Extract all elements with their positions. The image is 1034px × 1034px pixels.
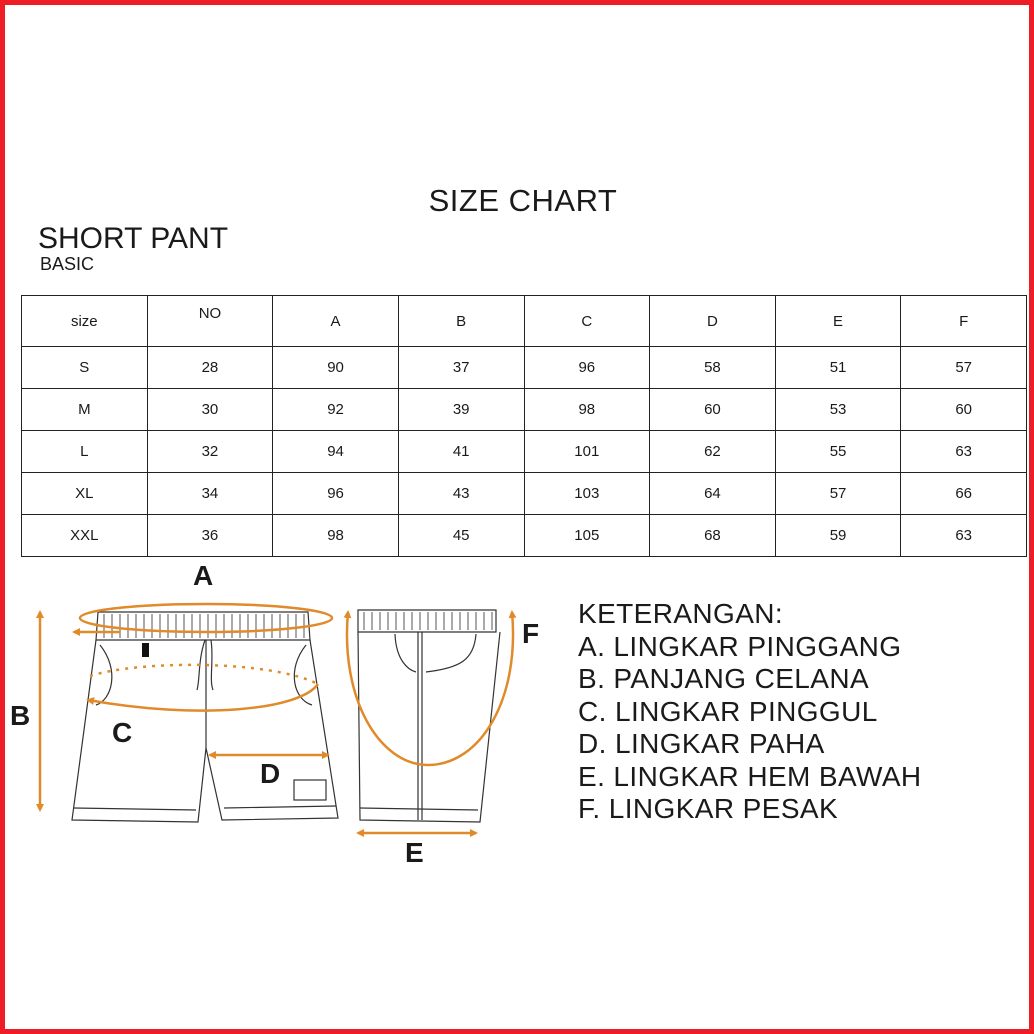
table-cell: 98 <box>523 388 651 431</box>
table-cell: 101 <box>523 430 651 473</box>
table-cell: 98 <box>272 514 399 557</box>
table-cell: 53 <box>774 388 902 431</box>
column-header-size: size <box>21 295 148 347</box>
table-header-row: size NO A B C D E F <box>21 295 1027 347</box>
legend-item: E. LINGKAR HEM BAWAH <box>578 760 922 792</box>
measurement-legend: KETERANGAN: A. LINGKAR PINGGANG B. PANJA… <box>578 598 922 826</box>
table-row: S 28 90 37 96 58 51 57 <box>21 346 1027 389</box>
table-row: L 32 94 41 101 62 55 63 <box>21 430 1027 473</box>
table-cell: 55 <box>774 430 902 473</box>
table-cell: S <box>21 346 148 389</box>
table-cell: 90 <box>272 346 399 389</box>
table-cell: 39 <box>397 388 525 431</box>
column-header-no: NO <box>146 295 274 347</box>
table-cell: 59 <box>774 514 902 557</box>
table-cell: 45 <box>397 514 525 557</box>
table-cell: 92 <box>272 388 399 431</box>
table-cell: 43 <box>397 472 525 515</box>
label-c: C <box>112 717 132 748</box>
table-cell: 34 <box>146 472 274 515</box>
label-b: B <box>10 700 30 731</box>
table-cell: XXL <box>21 514 148 557</box>
column-header-c: C <box>523 295 651 347</box>
table-cell: M <box>21 388 148 431</box>
legend-item: F. LINGKAR PESAK <box>578 793 839 824</box>
table-cell: 66 <box>900 472 1027 515</box>
legend-item: C. LINGKAR PINGGUL <box>578 695 878 727</box>
column-header-d: D <box>649 295 776 347</box>
table-cell: 32 <box>146 430 274 473</box>
table-row: M 30 92 39 98 60 53 60 <box>21 388 1027 431</box>
label-e: E <box>405 837 424 868</box>
product-variant: BASIC <box>40 254 95 274</box>
table-cell: 30 <box>146 388 274 431</box>
column-header-e: E <box>774 295 902 347</box>
table-row: XXL 36 98 45 105 68 59 63 <box>21 514 1027 557</box>
table-cell: XL <box>21 472 148 515</box>
legend-item: D. LINGKAR PAHA <box>578 728 825 759</box>
table-cell: 58 <box>649 346 776 389</box>
label-a: A <box>193 560 213 591</box>
table-cell: 96 <box>272 472 399 515</box>
table-cell: 60 <box>900 388 1027 431</box>
table-cell: 62 <box>649 430 776 473</box>
table-cell: 41 <box>397 430 525 473</box>
legend-heading: KETERANGAN: <box>578 598 784 629</box>
shorts-back-view <box>357 609 501 823</box>
table-cell: 28 <box>146 346 274 389</box>
table-cell: 63 <box>900 430 1027 473</box>
table-cell: 96 <box>523 346 651 389</box>
label-d: D <box>260 758 280 789</box>
measurement-letters: A B C D E F <box>10 560 539 868</box>
label-f: F <box>522 618 539 649</box>
table-cell: 57 <box>774 472 902 515</box>
column-header-f: F <box>900 295 1027 347</box>
table-cell: 94 <box>272 430 399 473</box>
table-cell: 103 <box>523 472 651 515</box>
size-chart-title: SIZE CHART <box>428 183 618 218</box>
table-cell: 63 <box>900 514 1027 557</box>
table-row: XL 34 96 43 103 64 57 66 <box>21 472 1027 515</box>
table-cell: L <box>21 430 148 473</box>
table-cell: 51 <box>774 346 902 389</box>
table-cell: 36 <box>146 514 274 557</box>
table-cell: 57 <box>900 346 1027 389</box>
shorts-measurement-diagram: A B C D E F <box>10 560 539 868</box>
size-table: size NO A B C D E F S 28 90 37 96 58 51 … <box>21 295 1027 557</box>
table-cell: 60 <box>649 388 776 431</box>
legend-item: B. PANJANG CELANA <box>578 663 870 694</box>
table-cell: 105 <box>523 514 651 557</box>
product-name: SHORT PANT <box>38 222 229 255</box>
table-cell: 68 <box>649 514 776 557</box>
table-cell: 64 <box>649 472 776 515</box>
legend-item: A. LINGKAR PINGGANG <box>578 630 902 662</box>
measurement-arrows <box>36 602 517 837</box>
column-header-a: A <box>272 295 399 347</box>
shorts-front-view <box>71 611 339 823</box>
column-header-b: B <box>397 295 525 347</box>
table-cell: 37 <box>397 346 525 389</box>
